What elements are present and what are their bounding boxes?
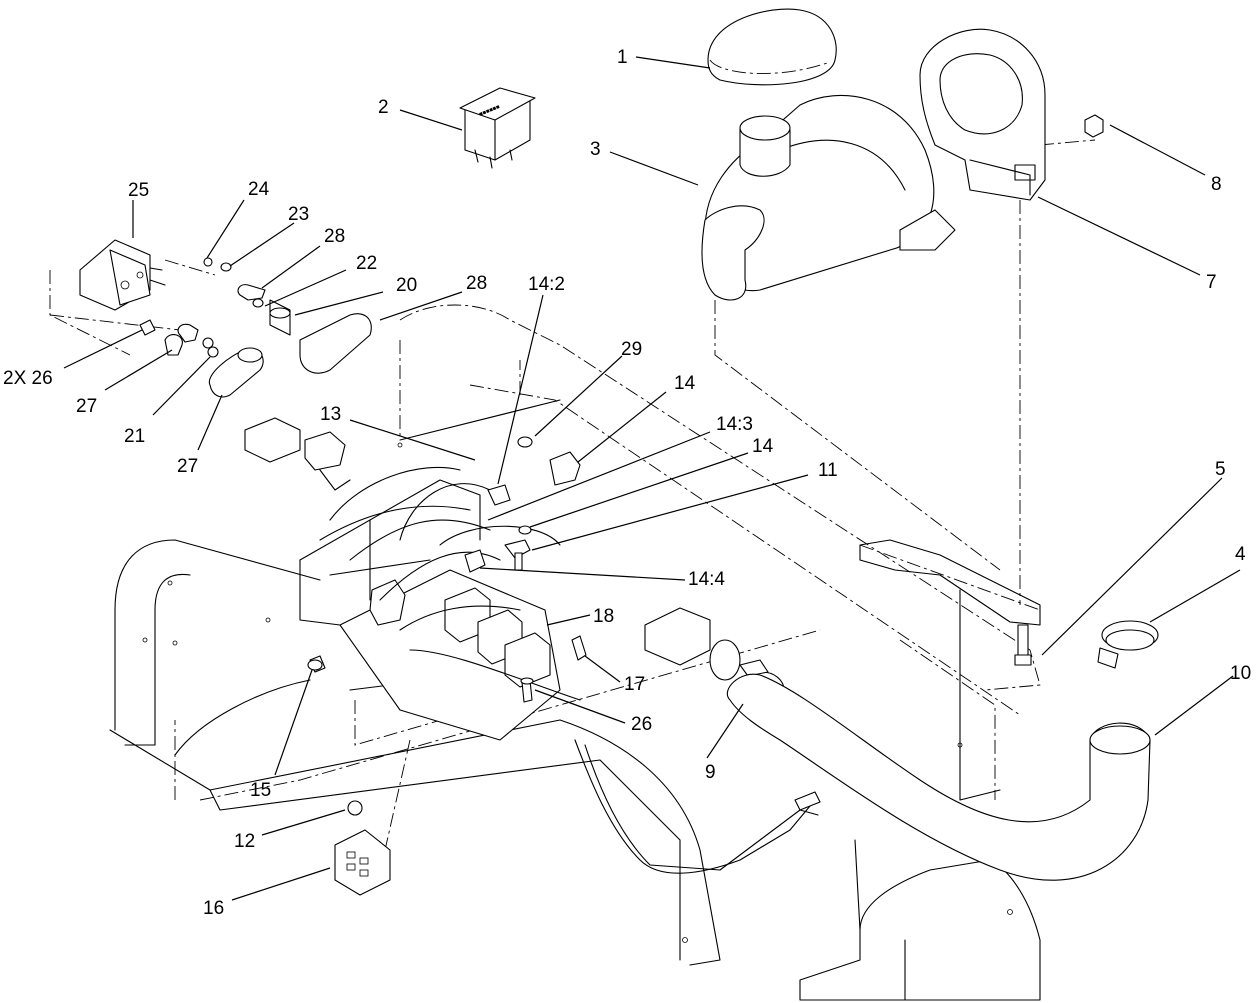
- flange-nut: [1084, 114, 1104, 138]
- callout-21: 21: [124, 426, 145, 447]
- hose-clamps: [739, 620, 1159, 709]
- callout-20: 20: [396, 275, 417, 296]
- callout-5: 5: [1215, 459, 1226, 480]
- callout-labels: 1 2 3 8 7 25 24 23 28 22 20 28 14:2 29 1…: [3, 47, 1251, 919]
- terminal-boots: [208, 313, 372, 398]
- air-cleaner-cap: [707, 8, 837, 86]
- frame-tubes: [109, 399, 1041, 1001]
- small-fasteners: [309, 436, 587, 703]
- wires: [174, 679, 821, 874]
- callout-28: 28: [324, 226, 345, 247]
- callout-15: 15: [250, 780, 271, 801]
- bolt-5: [1014, 624, 1032, 666]
- callout-7: 7: [1206, 272, 1217, 293]
- frame-phantom: [49, 139, 1096, 851]
- callout-16: 16: [203, 898, 224, 919]
- callout-2: 2: [378, 97, 389, 118]
- callout-27-b: 27: [177, 456, 198, 477]
- terminal-hardware: [139, 257, 291, 358]
- spacer-15: [307, 659, 323, 671]
- callout-14-b: 14: [752, 436, 774, 457]
- callout-12: 12: [234, 831, 255, 852]
- callout-1: 1: [617, 47, 628, 68]
- air-cleaner-body: [701, 94, 956, 301]
- intake-hose: [727, 673, 1151, 881]
- callout-11: 11: [818, 460, 838, 481]
- callout-14-2: 14:2: [528, 274, 565, 295]
- mounting-band-bracket: [919, 28, 1046, 201]
- callout-13: 13: [320, 404, 341, 425]
- callout-26: 26: [631, 714, 652, 735]
- callout-4: 4: [1235, 544, 1246, 565]
- callout-25: 25: [128, 180, 149, 201]
- callout-14-3: 14:3: [716, 414, 753, 435]
- callout-14-4: 14:4: [688, 569, 725, 590]
- harness-connectors: [244, 417, 351, 491]
- vacuum-fitting: [644, 607, 741, 681]
- callout-3: 3: [590, 139, 601, 160]
- callout-10: 10: [1230, 663, 1251, 684]
- callout-9: 9: [705, 762, 716, 783]
- callout-23: 23: [288, 204, 309, 225]
- callout-8: 8: [1211, 174, 1222, 195]
- callout-27: 27: [76, 396, 97, 417]
- callout-14: 14: [674, 373, 696, 394]
- callout-29: 29: [621, 339, 642, 360]
- connector-16: [334, 800, 391, 896]
- callout-17: 17: [624, 674, 645, 695]
- callout-22: 22: [356, 253, 377, 274]
- callout-24: 24: [248, 179, 270, 200]
- connector-housing: [79, 239, 166, 311]
- callout-18: 18: [593, 606, 614, 627]
- leader-lines: [63, 56, 1241, 901]
- callout-28-b: 28: [466, 273, 487, 294]
- relay: ■■■■■■: [459, 87, 536, 169]
- control-panel-18: [299, 466, 581, 741]
- callout-2x-26: 2X 26: [3, 368, 53, 389]
